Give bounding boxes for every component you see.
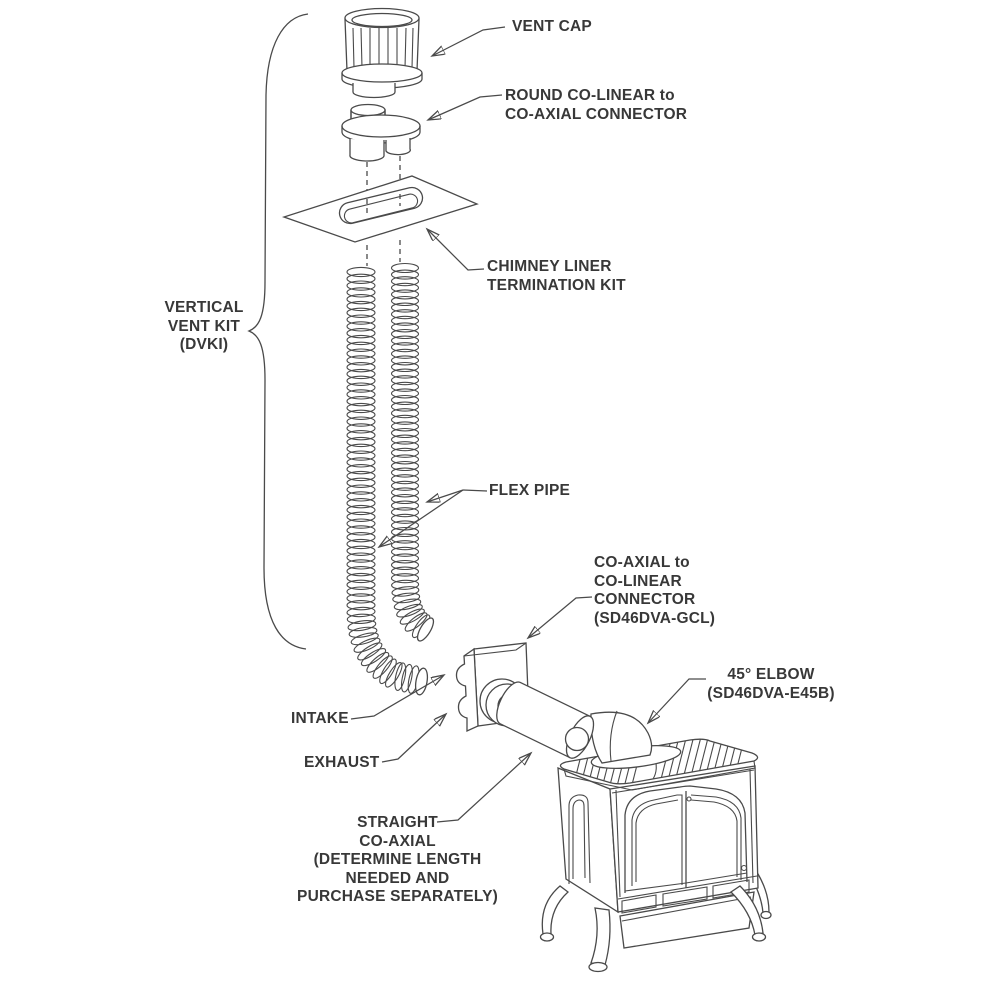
flex-pipe-end-caps <box>414 617 435 696</box>
flex-pipe-exhaust <box>390 262 431 639</box>
label-vertical-vent-kit: VERTICAL VENT KIT (DVKI) <box>164 299 244 353</box>
alignment-dashes <box>366 156 401 266</box>
label-flex-pipe: FLEX PIPE <box>489 482 571 499</box>
leader-arrows <box>350 26 706 823</box>
straight-coaxial-pipe-drawing <box>496 681 595 759</box>
label-straight-coaxial: STRAIGHT CO-AXIAL (DETERMINE LENGTH NEED… <box>297 814 498 905</box>
label-intake: INTAKE <box>291 710 349 727</box>
termination-plate-drawing <box>281 175 479 243</box>
label-45-elbow: 45° ELBOW (SD46DVA-E45B) <box>707 666 835 702</box>
elbow-45-drawing <box>590 710 682 769</box>
label-exhaust: EXHAUST <box>304 754 380 771</box>
label-chimney-liner: CHIMNEY LINER TERMINATION KIT <box>487 258 626 294</box>
label-round-colinear: ROUND CO-LINEAR to CO-AXIAL CONNECTOR <box>505 87 688 123</box>
label-vent-cap: VENT CAP <box>512 18 592 35</box>
stove-drawing <box>539 738 772 973</box>
label-coaxial-colinear: CO-AXIAL to CO-LINEAR CONNECTOR (SD46DVA… <box>594 554 716 627</box>
vent-kit-brace <box>247 13 309 650</box>
colinear-coaxial-connector-drawing <box>341 103 421 162</box>
vent-cap-drawing <box>341 7 423 99</box>
